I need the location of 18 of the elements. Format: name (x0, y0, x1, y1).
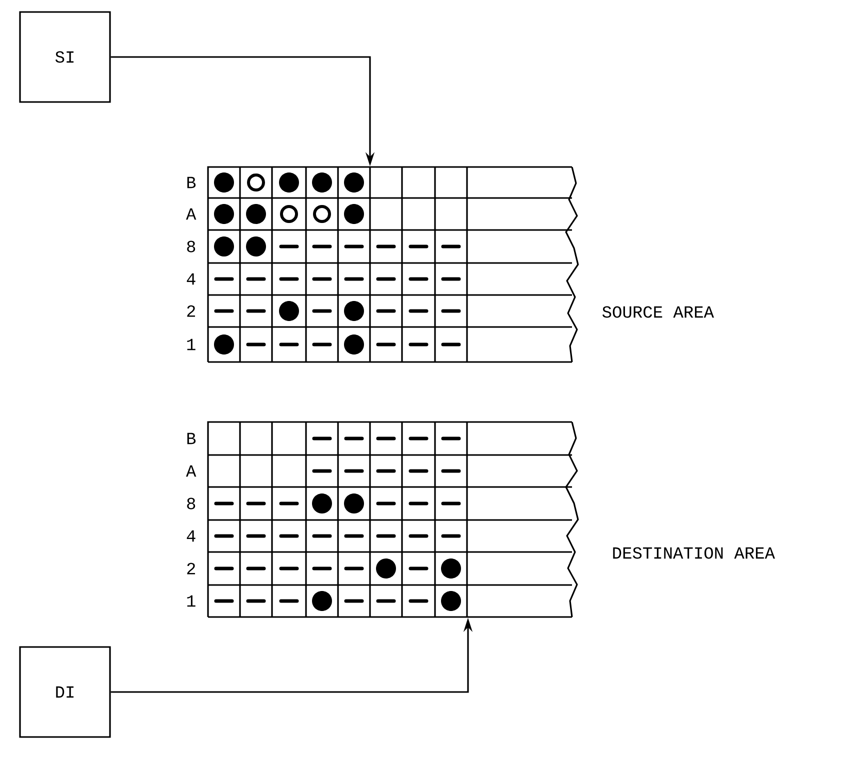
register-box: DI (19, 646, 111, 738)
bit-label: 4 (186, 273, 196, 285)
bit-label: 8 (187, 498, 196, 510)
bit-label: 4 (186, 530, 196, 542)
bit-label: 8 (187, 240, 196, 252)
bit-label: 2 (187, 305, 195, 317)
bit-label: 1 (187, 338, 196, 350)
register-box: SI (19, 11, 111, 103)
bit-label: 2 (187, 562, 195, 574)
bit-label: A (186, 465, 196, 477)
bit-label: B (187, 432, 196, 444)
area-label: SOURCE AREA (602, 306, 714, 318)
area-label: DESTINATION AREA (613, 547, 775, 559)
bit-label: A (186, 208, 196, 220)
bit-label: 1 (187, 595, 196, 607)
bit-label: B (187, 176, 196, 188)
data-grid-drawing (207, 421, 579, 618)
data-grid-drawing (207, 166, 579, 363)
